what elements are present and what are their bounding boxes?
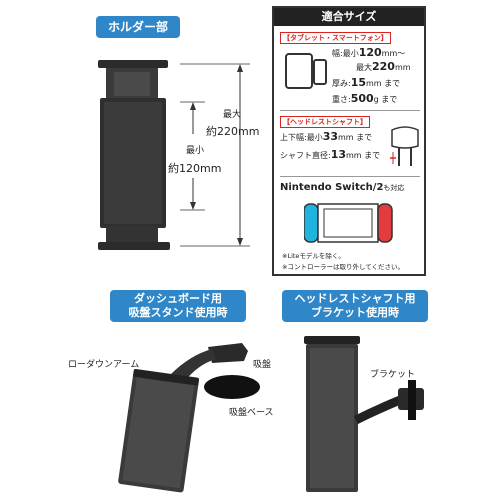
shaft-row: シャフト直径:13mm まで [280,148,381,161]
width-max-row: 最大220mm [356,60,411,73]
min-label: 最小 [186,146,205,156]
gooseneck-arm [353,395,402,425]
thickness-row: 厚み:15mm まで [332,76,401,89]
suction-base [204,375,260,399]
headrest-title: ヘッドレストシャフト用 ブラケット使用時 [282,290,428,322]
tablet-label: 【タブレット・スマートフォン】 [280,32,391,44]
note-controller: ※コントローラーは取り外してください。 [282,263,405,271]
max-label: 最大 [222,110,241,120]
headrest-illustration [304,336,424,492]
width-row: 幅:最小120mm〜 [332,46,406,59]
compatible-size-title: 適合サイズ [274,8,424,26]
holder-top-clamp [98,60,168,68]
max-value: 約220mm [206,125,260,138]
suction-cup [208,343,248,363]
tablet-phone-icon [285,53,327,89]
arm-label: ローダウンアーム [68,360,140,370]
weight-row: 重さ:500g まで [332,92,398,105]
base-label: 吸盤ベース [229,408,274,418]
note-lite: ※Liteモデルを除く。 [282,252,345,260]
bracket-label: ブラケット [370,370,416,380]
headrest-icon [390,126,419,166]
switch-row: Nintendo Switch/2も対応 [280,182,405,193]
holder-illustration [98,60,250,250]
updown-row: 上下幅:最小33mm まで [280,130,373,143]
dashboard-title: ダッシュボード用 吸盤スタンド使用時 [110,290,246,322]
min-value: 約120mm [168,162,222,175]
holder-bottom-clamp [98,242,170,250]
divider [280,176,420,177]
suction-label: 吸盤 [253,360,272,370]
dashboard-illustration [118,343,260,493]
divider [280,110,420,111]
compatible-size-panel: 適合サイズ 【タブレット・スマートフォン】 幅:最小120mm〜 最大220mm… [272,6,426,276]
nintendo-switch-icon [304,203,393,243]
headrest-label: 【ヘッドレストシャフト】 [280,116,370,128]
holder-title: ホルダー部 [96,16,180,38]
